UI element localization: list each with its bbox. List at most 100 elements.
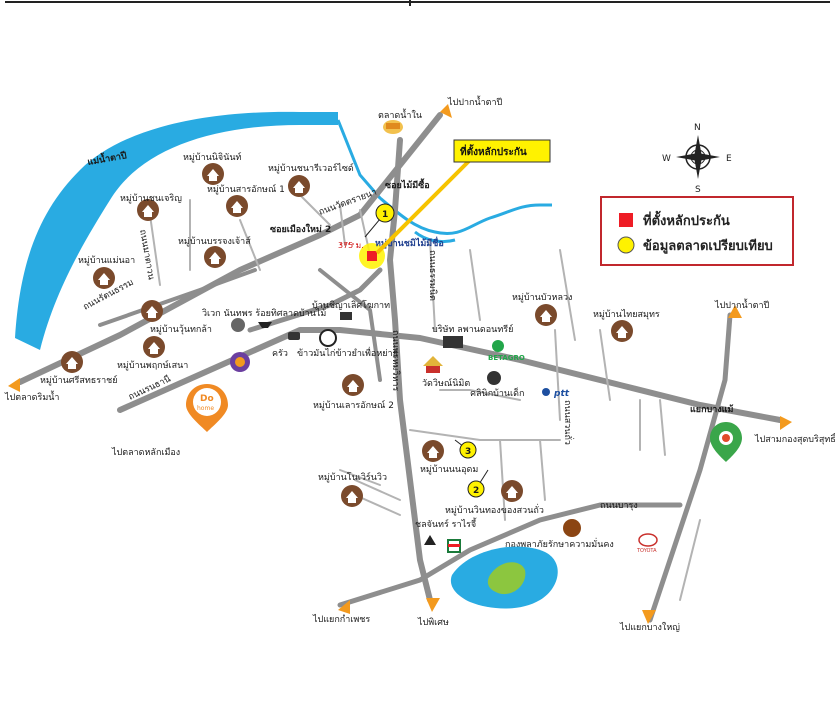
callout-label: ที่ตั้งหลักประกัน — [460, 144, 527, 158]
village-8-label: หมู่บ้านพฤกษ์เสนา — [117, 359, 188, 371]
seven-eleven-icon — [447, 539, 461, 553]
ptt-label: ptt — [553, 389, 570, 399]
legend-comparable-swatch — [617, 236, 635, 254]
subject-callout: ที่ตั้งหลักประกัน — [375, 139, 551, 255]
village-10: หมู่บ้านเลารอักษณ์ 2 — [313, 374, 394, 411]
distance-label: 375 ม. — [338, 241, 364, 250]
comparable-markers: 1 2 3 — [364, 203, 489, 498]
road-label-v4: ถนนธรรมนิต — [427, 250, 438, 301]
dest-south-1: ไปแยกกำเพชร — [312, 614, 370, 625]
company-label: บริษัท ลพานดอนทรีย์ — [432, 323, 513, 335]
clinic-label: คลินิกบ้านเด็ก — [470, 386, 524, 399]
road-label-v3: ถนนพรหมวิหาร — [390, 330, 401, 391]
boat-icon — [258, 322, 272, 328]
village-13-label: หมู่บ้านนนอุดม — [420, 464, 478, 475]
clinic-icon — [487, 371, 501, 385]
dohome-pin: Do home — [186, 384, 228, 432]
lake — [450, 546, 558, 609]
arrow-east — [780, 416, 792, 430]
cemetery-label: ชลจันทร์ ราไรจี้ — [415, 517, 477, 530]
dest-southwest-1: ไปตลาดหลักเมือง — [111, 447, 180, 458]
dest-south-2: ไปพิเศษ — [417, 617, 449, 628]
arrow-west — [8, 378, 20, 392]
village-15: หมู่บ้านวินทองของสวนถั่ว — [445, 480, 544, 516]
ptt-icon — [542, 388, 550, 396]
dest-top-north: ไปปากน้ำตาปี — [447, 95, 503, 108]
village-4-label: หมู่บ้านชนเจริญ — [120, 193, 182, 204]
comparable-3: 3 — [454, 439, 477, 459]
arrow-east-north — [728, 305, 742, 318]
restaurant-icon — [319, 329, 337, 347]
toyota-icon — [638, 533, 658, 547]
dohome-label-bottom: home — [197, 405, 214, 412]
village-8: หมู่บ้านพฤกษ์เสนา — [117, 336, 188, 371]
car-icon — [288, 332, 300, 340]
village-4: หมู่บ้านชนเจริญ — [120, 193, 182, 221]
road-soi-mamisue: ซอยไม้มีซื้อ — [385, 178, 430, 191]
points-of-interest: ตลาดน้ำใน บ้านชิญาเลิศโฆกาท วิเวก นันทพร… — [186, 108, 742, 554]
arrow-south-1 — [338, 600, 350, 614]
creek-branch — [414, 230, 456, 244]
minor-roads — [149, 194, 701, 601]
village-9-label: หมู่บ้านศรีสทธราชย์ — [40, 374, 118, 386]
temple-icon — [423, 356, 443, 373]
cemetery-icon — [424, 535, 436, 545]
shrine-icon — [231, 318, 245, 332]
khao-man-label: ข้าวมันไก่ข้าวยำเพื่อหย่าย — [297, 346, 398, 359]
river — [15, 111, 338, 350]
legend-comparable-label: ข้อมูลตลาดเปรียบเทียบ — [643, 238, 773, 254]
legend-subject-swatch — [619, 213, 633, 227]
compass-north: N — [694, 123, 701, 133]
compass-east: E — [726, 154, 732, 164]
village-10-label: หมู่บ้านเลารอักษณ์ 2 — [313, 399, 394, 411]
ban-dong-label: บ้านชิญาเลิศโฆกาท — [312, 300, 390, 311]
shrine-label: วิเวก นันทพร ร้อยทิศลาดบ้านไม้ — [202, 308, 326, 319]
intersection-label: แยกบางแม้ — [690, 404, 733, 415]
village-11: หมู่บ้านบัวหลวง — [512, 292, 572, 326]
betagro-icon — [492, 340, 504, 352]
arrow-south-3 — [642, 610, 656, 624]
arrow-north — [440, 104, 452, 118]
compass-west: W — [662, 154, 671, 164]
village-5: หมู่บ้านบรรจงเจ้าส์ — [178, 235, 251, 268]
direction-arrows — [8, 104, 792, 624]
betagro-label: BETAGRO — [488, 354, 525, 362]
village-11-label: หมู่บ้านบัวหลวง — [512, 292, 572, 303]
village-6-label: หมู่บ้านแม่นอา — [78, 255, 135, 266]
village-1-label: หมู่บ้านนิจินันท์ — [183, 151, 242, 163]
police-label: กองพลาภัยรักษาความมั่นคง — [505, 537, 614, 550]
villages: หมู่บ้านนิจินันท์ หมู่บ้านสารอักษณ์ 1 หม… — [40, 151, 660, 516]
purple-logo-icon — [230, 352, 250, 372]
creek — [336, 119, 552, 235]
krua-label: ครัว — [272, 349, 288, 359]
truck-icon — [443, 336, 463, 348]
village-6: หมู่บ้านแม่นอา — [78, 255, 135, 289]
village-9: หมู่บ้านศรีสทธราชย์ — [40, 351, 118, 386]
arrow-south-2 — [426, 598, 440, 612]
dest-west: ไปตลาดริมน้ำ — [4, 390, 59, 403]
green-location-pin — [710, 422, 742, 462]
village-14-label: หมู่บ้านโนเวิร์นวิว — [318, 471, 387, 483]
dest-east: ไปสามกองสุดบริสุทธิ์ — [754, 432, 835, 445]
village-2-label: หมู่บ้านสารอักษณ์ 1 — [207, 183, 285, 195]
village-3-label: หมู่บ้านชนารีเวอร์ไซด์ — [268, 162, 354, 174]
village-15-label: หมู่บ้านวินทองของสวนถั่ว — [445, 503, 544, 516]
road-soi-mueang: ซอยเมืองใหม่ 2 — [270, 223, 331, 235]
compass-south: S — [695, 185, 701, 195]
comparable-1-label: 1 — [382, 210, 388, 220]
dohome-label-top: Do — [200, 394, 214, 404]
market-label: ตลาดน้ำใน — [378, 108, 422, 121]
legend: ที่ตั้งหลักประกัน ข้อมูลตลาดเปรียบเทียบ — [600, 196, 794, 266]
village-12-label: หมู่บ้านไทยสมุทร — [593, 309, 660, 320]
village-7: หมู่บ้านวุ้นทกล้า — [141, 300, 212, 335]
road-label-h3: ถนนบารุง — [600, 501, 638, 511]
village-14: หมู่บ้านโนเวิร์นวิว — [318, 471, 387, 507]
toyota-label: TOYOTA — [636, 548, 657, 554]
village-2: หมู่บ้านสารอักษณ์ 1 — [207, 183, 285, 217]
compass-icon: N S W E — [662, 123, 732, 195]
village-5-label: หมู่บ้านบรรจงเจ้าส์ — [178, 235, 251, 247]
temple-label: วัดวิษณ์นิมิต — [422, 377, 470, 389]
dest-south-3: ไปแยกบางใหญ่ — [619, 622, 680, 633]
bed-icon — [340, 312, 352, 320]
